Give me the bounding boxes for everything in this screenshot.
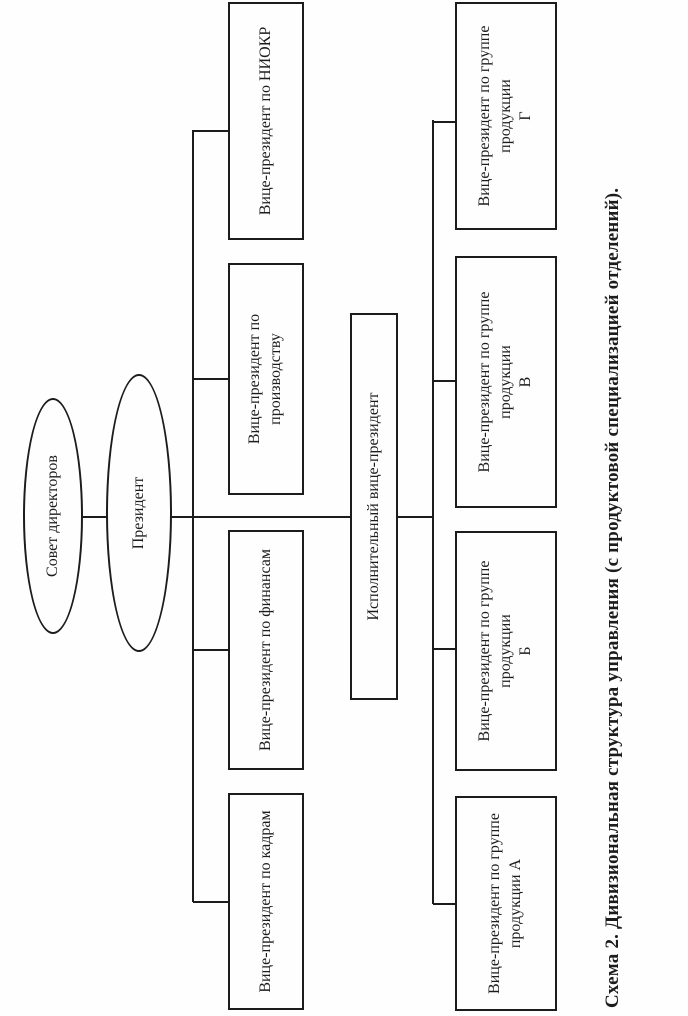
- org-node-group-a: Вице-президент по группе продукции А: [455, 796, 557, 1011]
- stub-vp-hr: [193, 901, 229, 903]
- node-label: Вице-президент по группе продукции Б: [475, 560, 535, 742]
- org-node-vp-rnd: Вице-президент по НИОКР: [228, 2, 304, 240]
- org-node-vp-finance: Вице-президент по финансам: [228, 530, 304, 770]
- org-node-president: Президент: [106, 374, 172, 652]
- org-node-group-g: Вице-президент по группе продукции Г: [455, 2, 557, 230]
- trunk-vp-row: [192, 130, 194, 902]
- figure-caption: Схема 2. Дивизиональная структура управл…: [602, 187, 623, 1008]
- connector-president-executive: [171, 516, 351, 518]
- org-node-group-b: Вице-президент по группе продукции Б: [455, 531, 557, 771]
- node-label: Вице-президент по финансам: [256, 549, 274, 752]
- node-label: Исполнительный вице-президент: [364, 392, 382, 621]
- connector-board-president: [83, 516, 108, 518]
- org-node-board-of-directors: Совет директоров: [23, 398, 83, 634]
- node-label: Вице-президент по группе продукции Г: [475, 25, 535, 207]
- trunk-product-row: [432, 120, 434, 904]
- stub-group-g: [433, 121, 456, 123]
- node-label: Президент: [129, 476, 147, 550]
- node-label: Вице-президент по группе продукции А: [486, 813, 524, 994]
- node-label: Вице-президент по производству: [246, 313, 284, 445]
- stub-vp-production: [193, 378, 229, 380]
- stub-group-b: [433, 648, 456, 650]
- org-node-vp-hr: Вице-президент по кадрам: [228, 793, 304, 1010]
- org-node-vp-production: Вице-президент по производству: [228, 263, 304, 495]
- node-label: Вице-президент по кадрам: [256, 810, 274, 993]
- stub-group-v: [433, 380, 456, 382]
- connector-executive-trunk: [397, 516, 434, 518]
- stub-vp-rnd: [193, 130, 229, 132]
- stub-vp-finance: [193, 649, 229, 651]
- org-node-executive-vp: Исполнительный вице-президент: [350, 313, 398, 700]
- org-node-group-v: Вице-президент по группе продукции В: [455, 256, 557, 508]
- node-label: Вице-президент по группе продукции В: [475, 291, 535, 473]
- stub-group-a: [433, 903, 456, 905]
- node-label: Вице-президент по НИОКР: [256, 26, 274, 216]
- node-label: Совет директоров: [43, 455, 61, 577]
